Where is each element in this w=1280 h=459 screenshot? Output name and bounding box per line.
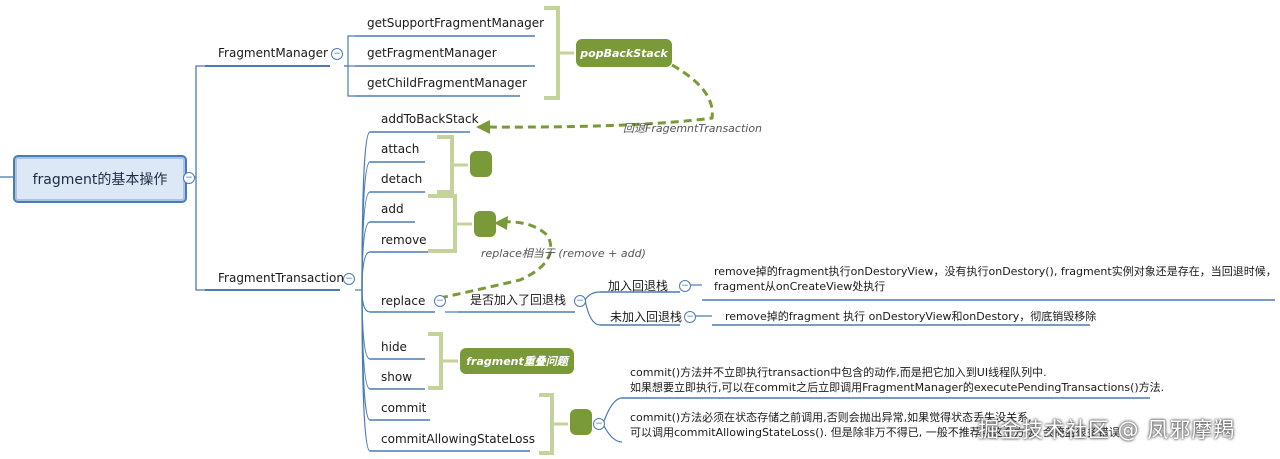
child-get-fragment-manager[interactable]: getFragmentManager [367,46,497,60]
child-add-to-back-stack[interactable]: addToBackStack [381,112,479,126]
child-commit-allowing-state-loss[interactable]: commitAllowingStateLoss [381,432,536,446]
fragment-overlap-badge[interactable]: fragment重叠问题 [460,348,574,374]
child-show[interactable]: show [381,370,413,384]
attach-detach-badge[interactable] [470,151,492,177]
child-attach[interactable]: attach [381,142,420,156]
pop-back-stack-note: 回退FragemntTransaction [623,122,763,135]
fragment-manager-collapse-toggle[interactable]: − [331,48,343,60]
commit-badge[interactable] [570,409,592,435]
added-to-back-stack-toggle[interactable]: − [679,280,691,292]
add-remove-badge[interactable] [474,211,496,237]
not-added-to-back-stack-text: remove掉的fragment 执行 onDestoryView和onDest… [725,310,1097,323]
added-to-back-stack-text-2: fragment从onCreateView处执行 [714,280,886,293]
child-commit[interactable]: commit [381,401,427,415]
fragment-transaction-collapse-toggle[interactable]: − [343,273,355,285]
added-to-back-stack-text-1: remove掉的fragment执行onDestoryView，没有执行onDe… [714,265,1277,278]
commit-note-2-line-1: commit()方法必须在状态存储之前调用,否则会抛出异常,如果觉得状态丢失没关… [630,411,1032,424]
child-add[interactable]: add [381,202,404,216]
replace-equivalence-note: replace相当于 (remove + add) [481,247,646,260]
watermark: 掘金技术社区 @ 凤邪摩羯 [978,418,1236,442]
child-get-child-fragment-manager[interactable]: getChildFragmentManager [367,76,527,90]
added-to-back-stack-node[interactable]: 加入回退栈 [608,279,669,293]
commit-note-1-line-1: commit()方法并不立即执行transaction中包含的动作,而是把它加入… [630,366,1047,379]
root-collapse-toggle[interactable]: − [183,172,195,184]
commit-note-1-line-2: 如果想要立即执行,可以在commit之后立即调用FragmentManager的… [630,381,1165,394]
pop-back-stack-label: popBackStack [580,46,668,60]
fragment-manager-node[interactable]: FragmentManager [218,46,328,60]
child-hide[interactable]: hide [381,340,407,354]
commit-note-2-line-2: 可以调用commitAllowingStateLoss(). 但是除非万不得已,… [630,426,1124,439]
back-stack-question-collapse-toggle[interactable]: − [574,295,586,307]
root-node[interactable]: fragment的基本操作 [13,155,187,203]
back-stack-question-node[interactable]: 是否加入了回退栈 [470,293,567,307]
child-get-support-fragment-manager[interactable]: getSupportFragmentManager [367,16,545,30]
root-label: fragment的基本操作 [32,172,168,188]
child-replace[interactable]: replace [381,294,426,308]
child-remove[interactable]: remove [381,233,427,247]
pop-back-stack-badge[interactable]: popBackStack [576,39,672,67]
commit-badge-collapse-toggle[interactable]: − [593,418,605,430]
fragment-overlap-label: fragment重叠问题 [466,355,568,368]
child-detach[interactable]: detach [381,172,423,186]
replace-collapse-toggle[interactable]: − [434,295,446,307]
not-added-to-back-stack-node[interactable]: 未加入回退栈 [610,310,683,324]
not-added-to-back-stack-toggle[interactable]: − [684,311,696,323]
fragment-transaction-node[interactable]: FragmentTransaction [218,271,344,285]
